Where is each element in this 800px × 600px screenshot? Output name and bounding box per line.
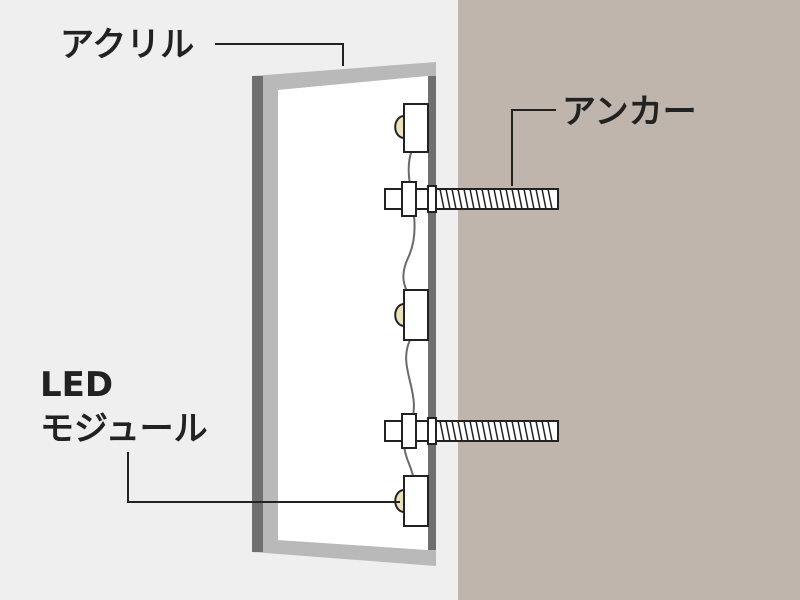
- led-label-line2: モジュール: [40, 409, 208, 449]
- acrylic-frame: [252, 62, 436, 566]
- wall: [458, 0, 800, 600]
- led-module-icon: [394, 103, 429, 153]
- anchor-leader-line: [511, 109, 556, 186]
- led-module-icon: [394, 475, 429, 527]
- anchor-bolt-icon: [384, 413, 559, 449]
- anchor-bolt-icon: [384, 181, 559, 217]
- anchor-label: アンカー: [562, 92, 697, 132]
- led-label-line1: LED: [40, 365, 113, 405]
- acrylic-leader-line: [215, 43, 344, 66]
- acrylic-front-edge: [252, 76, 263, 552]
- led-leader-line: [127, 452, 400, 503]
- acrylic-label: アクリル: [60, 25, 194, 65]
- led-module-icon: [394, 289, 429, 341]
- back-panel: [428, 76, 436, 550]
